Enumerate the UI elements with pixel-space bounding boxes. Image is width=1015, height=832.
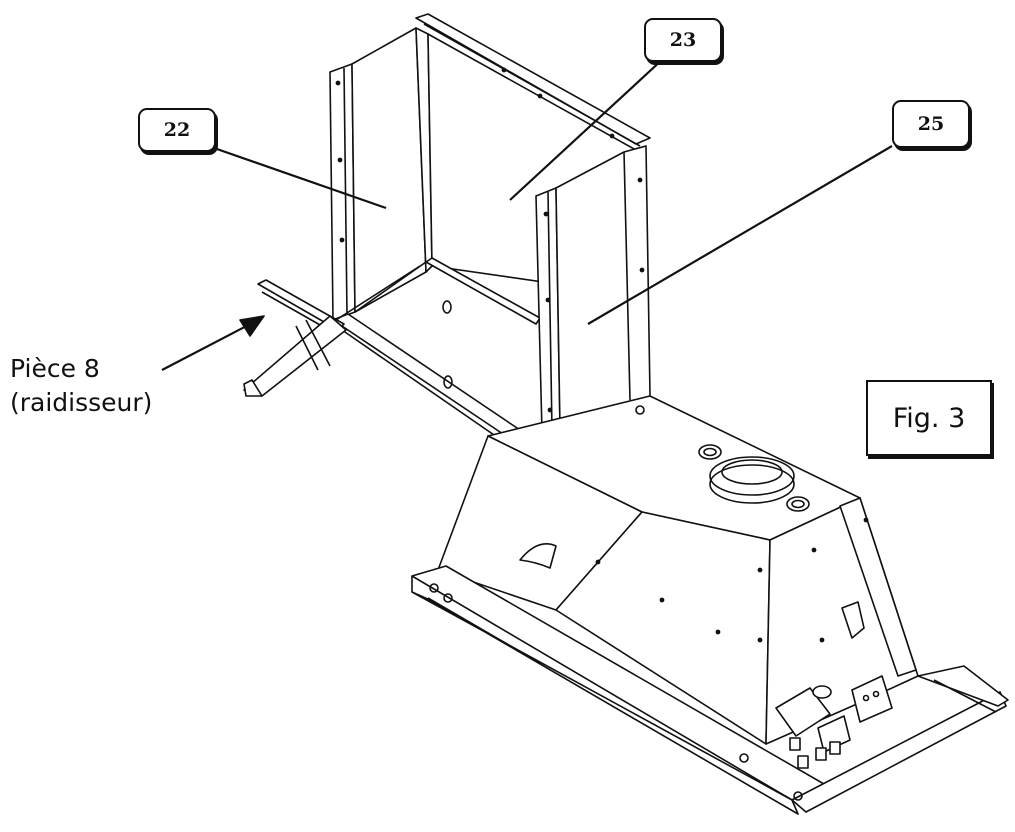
callout-part-25: 25 (892, 100, 970, 148)
electrical-components (775, 601, 893, 769)
figure-label: Fig. 3 (866, 380, 992, 456)
hood-body (437, 395, 919, 745)
annotation-raidisseur: (raidisseur) (10, 388, 153, 417)
stiffener-part-8 (243, 279, 347, 397)
callout-part-22: 22 (138, 108, 216, 152)
leader-lines (161, 57, 893, 371)
callout-part-23: 23 (644, 18, 722, 62)
arrowhead (239, 315, 265, 337)
base-frame (411, 565, 1009, 815)
annotation-piece-8: Pièce 8 (10, 354, 100, 383)
front-panel-25 (535, 145, 651, 433)
